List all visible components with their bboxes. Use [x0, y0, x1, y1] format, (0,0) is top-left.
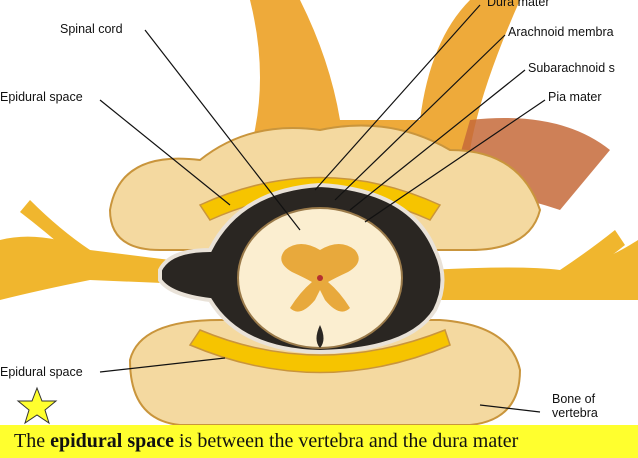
label-arachnoid-membrane: Arachnoid membra [508, 25, 614, 39]
label-epidural-space-bottom: Epidural space [0, 365, 83, 379]
caption-prefix: The [14, 430, 50, 452]
label-bone-of-vertebra-line1: Bone of [552, 392, 595, 406]
label-pia-mater: Pia mater [548, 90, 602, 104]
label-spinal-cord: Spinal cord [60, 22, 123, 36]
label-subarachnoid-space: Subarachnoid s [528, 61, 615, 75]
caption-suffix: is between the vertebra and the dura mat… [174, 430, 518, 452]
label-epidural-space-top: Epidural space [0, 90, 83, 104]
label-dura-mater: Dura mater [487, 0, 550, 9]
central-canal [317, 275, 323, 281]
caption-bar: The epidural space is between the verteb… [0, 425, 638, 458]
caption-bold-term: epidural space [50, 430, 174, 452]
label-bone-of-vertebra-line2: vertebra [552, 406, 598, 420]
